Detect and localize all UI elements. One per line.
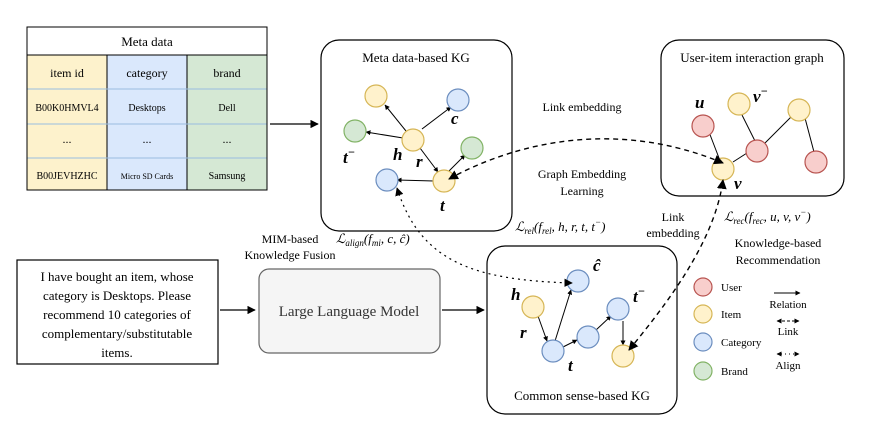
label-c: c [451, 109, 459, 128]
label-v: v [734, 174, 742, 193]
formula-rec: ℒrec(frec, u, v, v−) [724, 207, 811, 226]
tail-item-node [432, 169, 456, 193]
user-node [691, 114, 715, 138]
prompt-line: complementary/substitutable [42, 326, 192, 341]
mim-fusion-label: MIM-based [262, 232, 319, 246]
mim-fusion-label: Knowledge Fusion [245, 248, 336, 262]
kb-rec-label: Recommendation [736, 253, 821, 267]
label-r: r [520, 323, 527, 342]
category-node-c-hat [566, 269, 590, 293]
item-node [364, 84, 388, 108]
meta-table-title: Meta data [121, 34, 173, 49]
category-node [375, 168, 399, 192]
head-item-node [401, 128, 425, 152]
label-h: h [393, 145, 402, 164]
legend-relation-label: Relation [769, 299, 807, 311]
prompt-line: category is Desktops. Please [43, 288, 191, 303]
table-cell: Dell [218, 103, 235, 114]
legend-align-label: Align [775, 360, 801, 372]
interaction-graph-title: User-item interaction graph [680, 50, 824, 65]
legend-user-swatch [693, 277, 713, 297]
legend-category-swatch [693, 332, 713, 352]
item-node [727, 92, 751, 116]
label-r: r [416, 152, 423, 171]
legend-link-label: Link [778, 326, 799, 338]
category-node [576, 325, 600, 349]
prompt-line: items. [101, 345, 132, 360]
prompt-line: I have bought an item, whose [40, 269, 193, 284]
meta-kg-title: Meta data-based KG [362, 50, 470, 65]
head-item-node [521, 295, 545, 319]
llm-label: Large Language Model [279, 304, 420, 320]
table-header-category: category [126, 66, 167, 80]
kb-rec-label: Knowledge-based [735, 236, 822, 250]
legend-item-swatch [693, 304, 713, 324]
link-embedding-mid-label: embedding [646, 226, 699, 240]
graph-embedding-label: Graph Embedding [538, 167, 626, 181]
legend-item-label: Item [721, 309, 742, 321]
category-node [446, 88, 470, 112]
formula-rel: ℒrel(frel, h, r, t, t−) [515, 217, 605, 236]
prompt-line: recommend 10 categories of [43, 307, 191, 322]
table-cell: ... [223, 132, 232, 146]
user-node [745, 139, 769, 163]
common-kg-panel: Common sense-based KG h r t ĉ t− [486, 245, 678, 415]
table-cell: Micro SD Cards [121, 172, 173, 181]
link-embedding-mid-label: Link [662, 210, 685, 224]
tail-category-node [541, 339, 565, 363]
table-cell: Desktops [128, 103, 165, 114]
legend: User Item Category Brand Relation Link A… [693, 277, 807, 381]
brand-node [460, 136, 484, 160]
label-t: t [568, 356, 574, 375]
align-arrow [395, 187, 573, 287]
table-cell: ... [143, 132, 152, 146]
legend-user-label: User [721, 282, 742, 294]
graph-embedding-label: Learning [560, 184, 603, 198]
interaction-graph-panel: User-item interaction graph u v− v [660, 39, 845, 197]
link-embedding-arrow-mid [628, 179, 727, 351]
prompt-box: I have bought an item, whose category is… [16, 259, 219, 365]
table-header-item-id: item id [50, 66, 84, 80]
legend-brand-label: Brand [721, 366, 748, 378]
label-t-neg: t− [343, 145, 355, 167]
user-node [804, 150, 828, 174]
table-cell: B00K0HMVL4 [35, 103, 98, 114]
table-cell: Samsung [209, 171, 246, 182]
label-v-neg: v− [753, 84, 768, 106]
table-cell: ... [63, 132, 72, 146]
llm-box: Large Language Model [258, 268, 441, 354]
brand-node [343, 119, 367, 143]
label-c-hat: ĉ [593, 256, 601, 275]
table-header-brand: brand [213, 66, 240, 80]
item-node [787, 98, 811, 122]
meta-data-table: Meta data item id category brand B00K0HM… [26, 26, 268, 191]
link-embedding-label: Link embedding [543, 100, 622, 114]
legend-brand-swatch [693, 361, 713, 381]
category-node [606, 297, 630, 321]
formula-align: ℒalign(fmi, c, ĉ) [336, 231, 410, 248]
table-cell: B00JEVHZHC [36, 171, 97, 182]
meta-kg-panel: Meta data-based KG h r t c t− [320, 39, 513, 232]
label-u: u [695, 93, 704, 112]
legend-category-label: Category [721, 337, 762, 349]
item-node-v [711, 157, 735, 181]
common-kg-title: Common sense-based KG [514, 388, 650, 403]
label-h: h [511, 285, 520, 304]
